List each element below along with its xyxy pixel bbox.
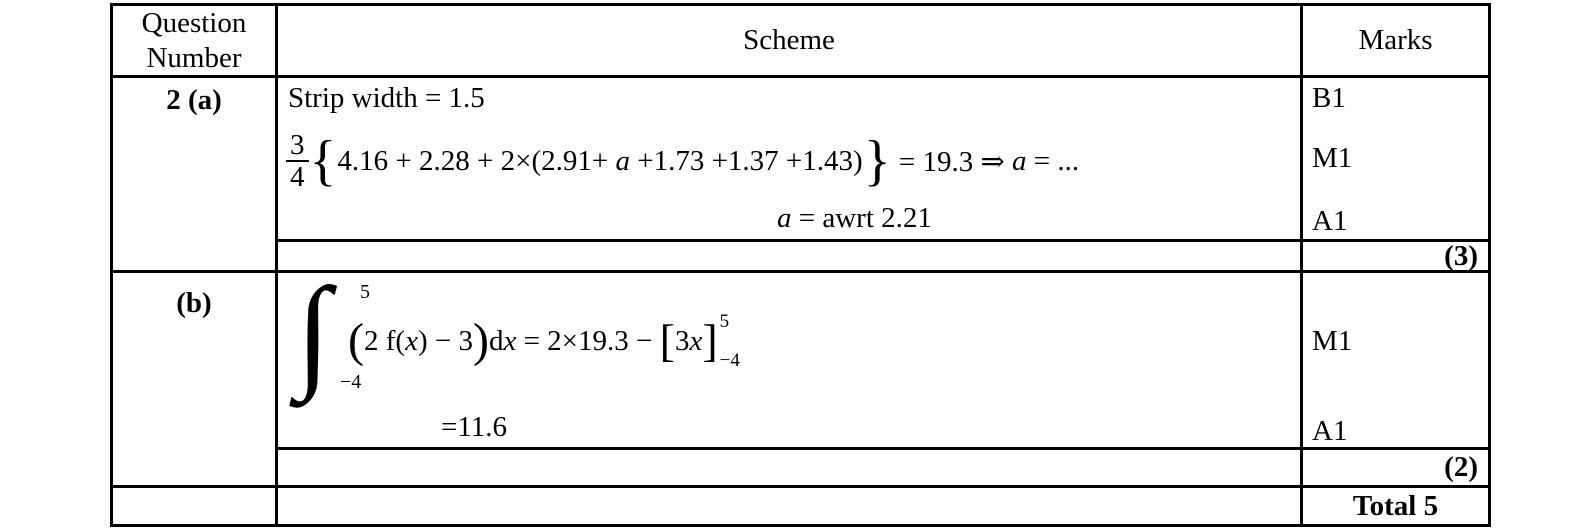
expr-t4: 3: [674, 324, 690, 357]
header-question-number: Question Number: [113, 6, 278, 78]
subtotal-cell-2a: (3): [1303, 239, 1488, 273]
scheme-subrow-b: [278, 450, 1303, 488]
formula-var-a: a: [615, 144, 630, 177]
bracket-limits: 5 −4: [718, 312, 740, 370]
header-scheme-label: Scheme: [743, 24, 835, 56]
fraction-three-quarters: 3 4: [286, 128, 309, 193]
header-question-line1: Question: [141, 6, 247, 39]
expr-d: d: [488, 324, 504, 357]
header-scheme: Scheme: [278, 6, 1303, 78]
formula-terms-after-a: +1.73 +1.37 +1.43): [629, 144, 863, 177]
expr-x2: x: [503, 324, 517, 357]
marks-cell-2a: B1 M1 A1: [1303, 78, 1488, 242]
scheme-cell-2a: Strip width = 1.5 3 4 { 4.16 + 2.28 + 2×…: [278, 78, 1303, 242]
expr-t3: = 2×19.3 −: [516, 324, 660, 357]
integral-expression: ( 2 f( x ) − 3 ) d x = 2×19.3 − [ 3 x ] …: [348, 312, 740, 370]
formula-terms-before-a: 4.16 + 2.28 + 2×(2.91+: [337, 144, 616, 177]
question-label-b: (b): [176, 287, 212, 319]
header-marks: Marks: [1303, 6, 1488, 78]
scheme-2a-line1: Strip width = 1.5: [288, 82, 485, 114]
header-marks-label: Marks: [1358, 24, 1433, 56]
mark-m1-b: M1: [1312, 325, 1353, 357]
header-question-line2: Number: [146, 41, 242, 74]
fraction-numerator: 3: [290, 128, 305, 161]
formula-result-part: = ...: [1026, 144, 1080, 177]
marks-cell-b: M1 A1: [1303, 273, 1488, 450]
subtotal-2a: (3): [1444, 239, 1478, 272]
close-brace: }: [863, 130, 891, 192]
expr-x3: x: [689, 324, 703, 357]
mark-a1-a: A1: [1312, 205, 1348, 237]
total-label: Total 5: [1352, 489, 1439, 522]
bracket-lower-limit: −4: [719, 350, 740, 371]
expr-x1: x: [405, 324, 418, 357]
integral-upper-limit: 5: [360, 281, 370, 303]
scheme-subrow-2a: [278, 242, 1303, 273]
scheme-2a-formula: 3 4 { 4.16 + 2.28 + 2×(2.91+ a +1.73 +1.…: [286, 122, 1079, 200]
header-question-number-text: Question Number: [142, 6, 247, 76]
scheme-2a-answer: a = awrt 2.21: [777, 202, 932, 235]
open-brace: {: [309, 130, 337, 192]
question-cell-2a: 2 (a): [113, 78, 278, 273]
integral-block: ∫ 5 −4: [296, 270, 370, 397]
formula-equals-part: = 19.3 ⇒: [891, 145, 1012, 178]
scheme-cell-b: ∫ 5 −4 ( 2 f( x ) − 3 ) d x = 2×19.3 − […: [278, 270, 1303, 450]
subtotal-cell-b: (2): [1303, 450, 1488, 488]
question-cell-b: (b): [113, 273, 278, 488]
expr-t1: 2 f(: [363, 324, 406, 357]
mark-scheme-table: Question Number Scheme Marks 2 (a) Strip…: [110, 3, 1491, 527]
scheme-b-line2: =11.6: [441, 411, 508, 443]
expr-close-paren: ): [472, 314, 489, 367]
integral-sign: ∫: [296, 263, 331, 402]
question-label-2a: 2 (a): [166, 84, 222, 116]
expr-open-bracket: [: [659, 315, 675, 366]
expr-open-paren: (: [348, 314, 364, 367]
total-row-scheme-cell: [278, 488, 1303, 524]
integral-lower-limit: −4: [340, 371, 362, 393]
answer-rest: = awrt 2.21: [791, 202, 932, 234]
fraction-denominator: 4: [286, 160, 309, 192]
total-row-question-cell: [113, 488, 278, 524]
mark-a1-b: A1: [1312, 415, 1348, 447]
expr-close-bracket: ]: [702, 315, 718, 366]
subtotal-b: (2): [1444, 451, 1478, 483]
bracket-upper-limit: 5: [719, 311, 730, 332]
total-cell: Total 5: [1303, 488, 1488, 524]
expr-t2: ) − 3: [417, 324, 473, 357]
formula-var-a2: a: [1012, 144, 1027, 177]
answer-var-a: a: [777, 202, 792, 234]
mark-m1-a: M1: [1312, 142, 1353, 174]
mark-b1: B1: [1312, 82, 1346, 114]
